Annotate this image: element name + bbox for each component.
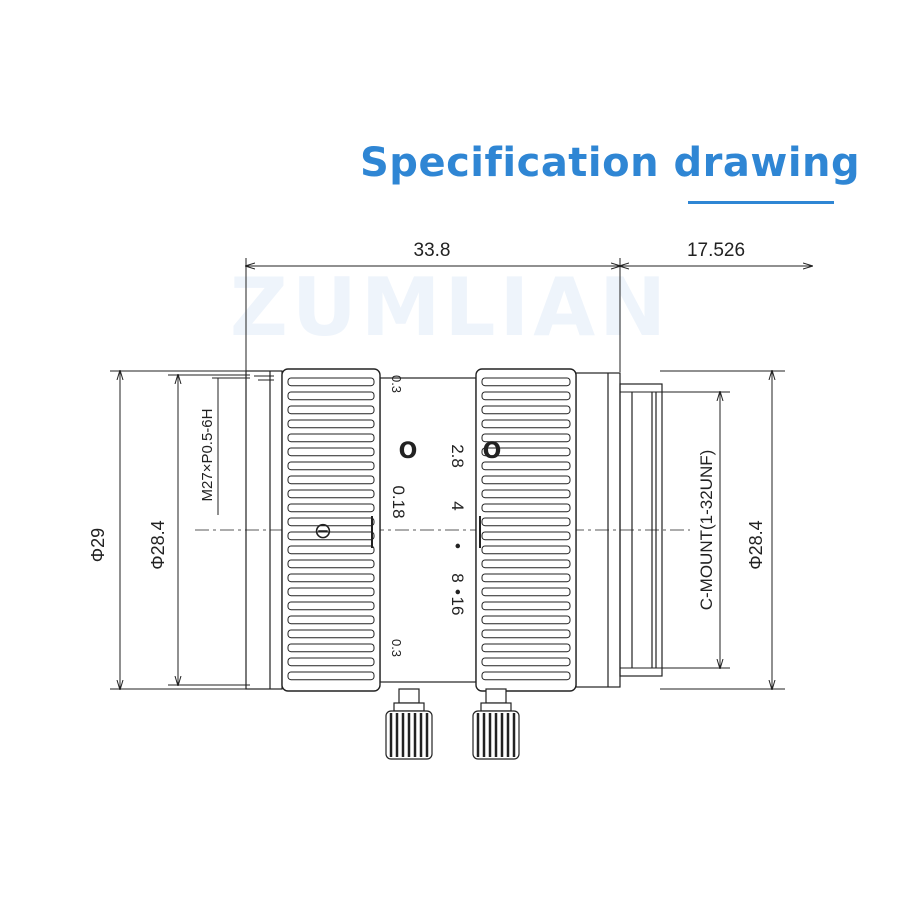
focus-scale-top: 0.3 (389, 375, 404, 393)
aperture-symbol: O (483, 439, 502, 464)
top-dimensions (246, 258, 812, 372)
focus-ring-knurl (287, 377, 375, 681)
aperture-value: 8 (448, 573, 467, 582)
inner-diameter-right-label: Φ28.4 (746, 520, 766, 569)
mount-label: C-MOUNT(1-32UNF) (697, 450, 716, 611)
aperture-value: 2.8 (448, 444, 467, 468)
flange-back-dim-label: 17.526 (687, 240, 745, 261)
title-underline (688, 201, 834, 204)
aperture-ring-knurl (481, 377, 571, 681)
outer-diameter-label: Φ29 (88, 528, 108, 562)
aperture-value: 16 (448, 597, 467, 616)
aperture-dot: • (448, 543, 467, 549)
watermark: ZUMLIAN (230, 261, 670, 354)
near-focus-symbol: O (399, 439, 418, 464)
focus-scale-mid: 0.18 (389, 485, 408, 518)
filter-thread-label: M27×P0.5-6H (199, 409, 216, 502)
right-dimensions (620, 371, 785, 689)
screw-knurl (389, 713, 516, 757)
inner-diameter-left-label: Φ28.4 (148, 520, 168, 569)
aperture-dot: • (448, 589, 467, 595)
aperture-value: 4 (448, 501, 467, 510)
focus-scale-bottom: 0.3 (389, 639, 404, 657)
length-dim-label: 33.8 (414, 240, 451, 261)
aperture-ring (475, 368, 577, 692)
infinity-focus-symbol: ⊖ (314, 519, 332, 544)
left-dimensions (110, 371, 250, 689)
page-title: Specification drawing (360, 140, 861, 186)
